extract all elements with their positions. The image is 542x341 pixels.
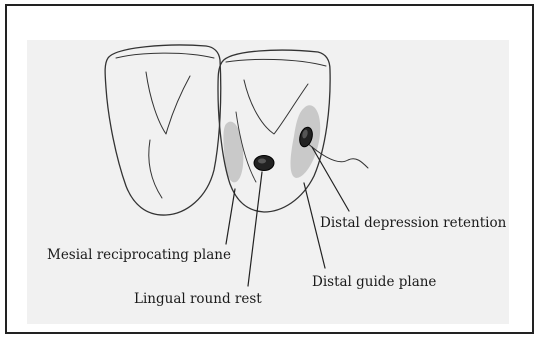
label-distal-depression-retention: Distal depression retention <box>320 215 507 231</box>
right-tooth-rim <box>226 59 326 66</box>
left-tooth-rim <box>116 53 214 58</box>
label-mesial-reciprocating-plane: Mesial reciprocating plane <box>47 247 231 263</box>
label-distal-guide-plane: Distal guide plane <box>312 274 436 290</box>
left-tooth <box>105 45 221 215</box>
label-lingual-round-rest: Lingual round rest <box>134 291 262 307</box>
left-tooth-outline <box>105 45 221 215</box>
leader-lingual-round-rest <box>248 172 262 286</box>
right-tooth <box>218 50 368 212</box>
left-tooth-fold <box>149 140 162 198</box>
leader-mesial-reciprocating-plane <box>226 189 235 244</box>
lingual-round-rest-highlight <box>258 159 266 164</box>
left-tooth-inner-ridge <box>146 72 190 134</box>
leader-distal-depression-retention <box>312 147 349 211</box>
